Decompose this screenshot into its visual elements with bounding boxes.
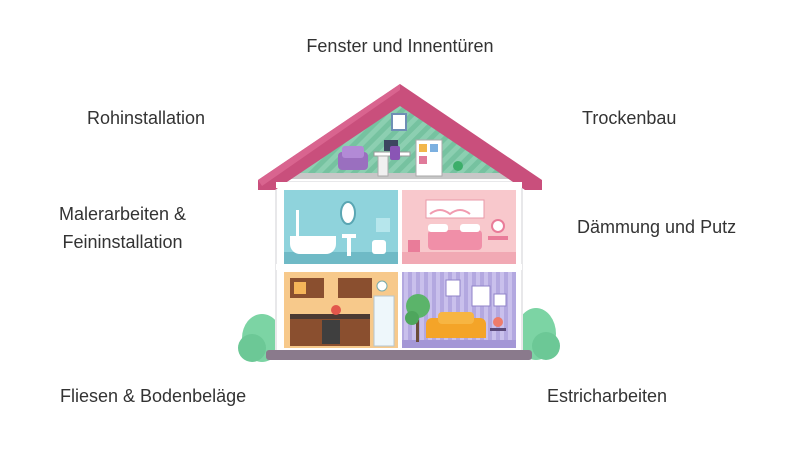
bedroom-room <box>402 190 516 264</box>
label-malerarbeiten-line1: Malerarbeiten & <box>59 204 187 224</box>
foundation <box>266 350 532 360</box>
label-daemmung-putz: Dämmung und Putz <box>577 217 737 237</box>
kitchen-room <box>284 272 398 348</box>
label-malerarbeiten-feininstallation: Malerarbeiten & Feininstallation <box>59 200 186 256</box>
roof <box>258 84 542 190</box>
label-fliesen-bodenbelaege: Fliesen & Bodenbeläge <box>60 386 247 406</box>
label-estricharbeiten: Estricharbeiten <box>547 386 668 406</box>
label-rohinstallation: Rohinstallation <box>87 108 206 128</box>
label-fenster-innentueren: Fenster und Innentüren <box>306 36 494 56</box>
label-malerarbeiten-line2: Feininstallation <box>62 232 183 252</box>
attic-room <box>290 104 510 179</box>
label-trockenbau: Trockenbau <box>582 108 677 128</box>
bush-right <box>516 308 560 360</box>
bathroom-room <box>284 190 398 264</box>
living-room <box>402 272 516 348</box>
